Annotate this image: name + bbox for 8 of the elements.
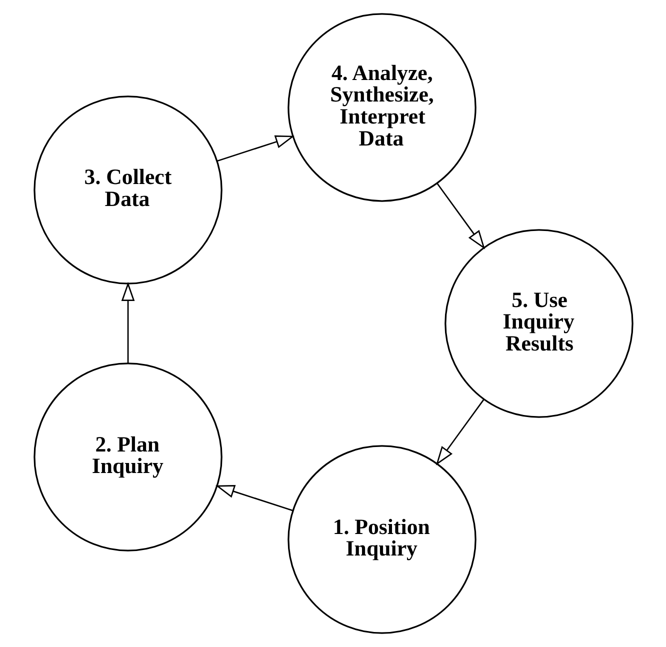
arrow [216, 135, 294, 162]
arrow [120, 282, 134, 364]
node-circle: 4. Analyze, Synthesize, Interpret Data [287, 13, 476, 202]
arrow [435, 399, 484, 466]
node-circle: 3. Collect Data [33, 96, 222, 284]
arrow [436, 183, 485, 250]
node-circle: 2. Plan Inquiry [33, 362, 222, 552]
arrow [214, 484, 293, 512]
